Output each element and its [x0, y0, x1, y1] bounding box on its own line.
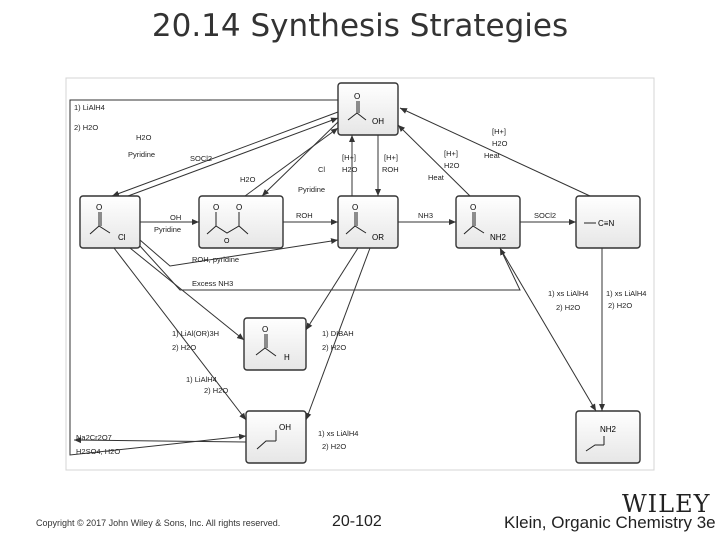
wiley-logo: WILEY: [622, 490, 711, 518]
reagent-h2o-amide-2: 2) H2O: [556, 303, 580, 312]
reagent-xs-lialh4-amide: 1) xs LiAlH4: [548, 289, 588, 298]
reagent-lialh4-2: 1) LiAlH4: [186, 375, 217, 384]
arrow-acid-to-acid-chloride: [111, 111, 339, 197]
reagent-dibah: 1) DIBAH: [322, 329, 354, 338]
acid-chloride-box: O Cl: [79, 195, 141, 249]
arrow-acid-chloride-to-ester: [139, 238, 339, 267]
arrow-acid-chloride-to-alcohol: [113, 247, 247, 421]
reagent-roh: ROH: [382, 165, 399, 174]
aldehyde-label: H: [284, 353, 290, 362]
reagent-h2o-acid-chloride: H2O: [136, 133, 152, 142]
reagent-pyridine-3: Pyridine: [154, 225, 181, 234]
arrow-anhydride-to-acid: [244, 127, 339, 197]
reagent-h2o-nitrile-2: 2) H2O: [608, 301, 632, 310]
reagent-h2o: 2) H2O: [74, 123, 98, 132]
arrow-alcohol-oxidation: [73, 437, 247, 444]
reagent-xs-lialh4-nitrile: 1) xs LiAlH4: [606, 289, 646, 298]
reagent-roh-pyridine: ROH, pyridine: [192, 255, 239, 264]
reagent-acid-catalyst-4: [H+]: [492, 127, 506, 136]
reagent-xs-lialh4-ester: 1) xs LiAlH4: [318, 429, 358, 438]
reagent-na2cr2o7: Na2Cr2O7: [76, 433, 112, 442]
reagent-h2o-ester-2: 2) H2O: [322, 442, 346, 451]
svg-text:O: O: [96, 203, 102, 212]
reagent-h2o-anhydride: H2O: [240, 175, 256, 184]
reagent-acid-chloride: Cl: [318, 165, 325, 174]
reagent-roh-2: ROH: [296, 211, 313, 220]
arrow-amide-to-acid: [397, 124, 471, 197]
reagent-pyridine: Pyridine: [128, 150, 155, 159]
reagent-h2o-dibah: 2) H2O: [322, 343, 346, 352]
reagent-lialh4: 1) LiAlH4: [74, 103, 105, 112]
arrow-ester-to-alcohol: [305, 247, 371, 421]
reagent-acid-catalyst-2: [H+]: [384, 153, 398, 162]
diagram-frame: [65, 77, 655, 471]
copyright-text: Copyright © 2017 John Wiley & Sons, Inc.…: [36, 518, 281, 528]
reagent-h2o-ester: H2O: [342, 165, 358, 174]
amine-box: NH2: [575, 410, 641, 464]
reagent-nh3: NH3: [418, 211, 433, 220]
slide-title: 20.14 Synthesis Strategies: [151, 8, 569, 44]
alcohol-box: OH: [245, 410, 307, 464]
slide-number: 20-102: [332, 513, 382, 530]
reagent-heat-nitrile: Heat: [484, 151, 501, 160]
amine-label: NH2: [600, 425, 617, 434]
carboxylic-acid-label: OH: [372, 117, 384, 126]
svg-text:O: O: [470, 203, 476, 212]
arrow-ester-to-aldehyde: [305, 247, 359, 331]
aldehyde-box: O H: [243, 317, 307, 371]
arrow-acid-to-anhydride: [261, 121, 339, 197]
svg-text:O: O: [236, 203, 242, 212]
svg-text:O: O: [224, 238, 230, 245]
book-credit: Klein, Organic Chemistry 3e: [504, 513, 716, 532]
reagent-socl2-2: SOCl2: [534, 211, 556, 220]
reagent-lialor3h: 1) LiAl(OR)3H: [172, 329, 219, 338]
ester-label: OR: [372, 233, 384, 242]
svg-text:O: O: [352, 203, 358, 212]
reagent-excess-nh3: Excess NH3: [192, 279, 233, 288]
reagent-acid-catalyst-3: [H+]: [444, 149, 458, 158]
arrow-acid-chloride-to-acid: [127, 117, 339, 197]
reagent-carboxylate: OH: [170, 213, 181, 222]
reaction-arrows: [69, 99, 605, 456]
nitrile-box: C≡N: [575, 195, 641, 249]
reagent-acid-catalyst-1: [H+]: [342, 153, 356, 162]
svg-text:O: O: [213, 203, 219, 212]
reagent-h2o-aldehyde: 2) H2O: [172, 343, 196, 352]
amide-label: NH2: [490, 233, 507, 242]
arrow-acid-chloride-to-aldehyde: [129, 247, 245, 341]
alcohol-label: OH: [279, 423, 291, 432]
reagent-socl2: SOCl2: [190, 154, 212, 163]
acid-chloride-label: Cl: [118, 233, 126, 242]
ester-box: O OR: [337, 195, 399, 249]
arrow-amide-to-amine: [499, 247, 597, 412]
reagent-h2o-nitrile: H2O: [492, 139, 508, 148]
arrow-acid-chloride-to-amide: [139, 245, 521, 291]
reagent-h2o-amide: H2O: [444, 161, 460, 170]
arrow-nitrile-to-acid: [399, 107, 591, 197]
reagent-h2so4: H2SO4, H2O: [76, 447, 120, 456]
reagent-pyridine-2: Pyridine: [298, 185, 325, 194]
reagent-heat-amide: Heat: [428, 173, 445, 182]
svg-text:O: O: [262, 325, 268, 334]
carboxylic-acid-box: O OH: [337, 82, 399, 136]
reagent-h2o-alcohol: 2) H2O: [204, 386, 228, 395]
amide-box: O NH2: [455, 195, 521, 249]
anhydride-box: O O O: [198, 195, 284, 249]
arrow-acid-to-alcohol: [69, 99, 338, 456]
reagent-labels: 1) LiAlH4 2) H2O H2O Pyridine SOCl2 H2O …: [74, 103, 646, 456]
nitrile-label: C≡N: [598, 219, 614, 228]
svg-text:O: O: [354, 92, 360, 101]
